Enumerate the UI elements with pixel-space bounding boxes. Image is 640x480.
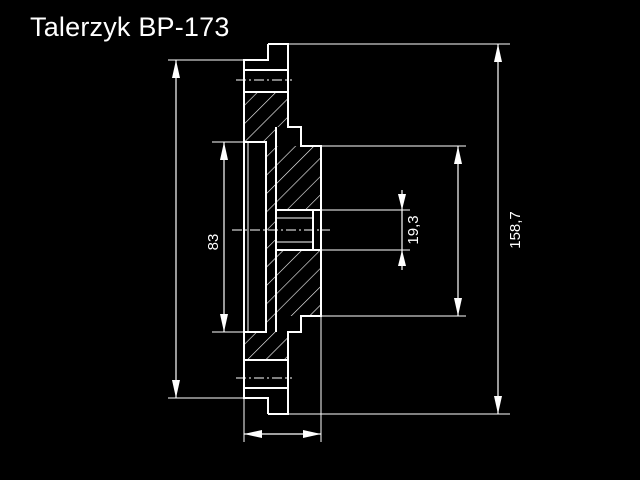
extension-lines bbox=[168, 43, 510, 442]
dimension-bore-diameter: 19,3 bbox=[398, 190, 422, 270]
dimension-label-outer: 158,7 bbox=[507, 211, 524, 249]
center-lines bbox=[232, 79, 330, 379]
dimension-hub-height bbox=[454, 146, 462, 316]
dimension-width bbox=[244, 430, 321, 438]
dimension-label-inner: 83 bbox=[205, 234, 222, 251]
dimension-label-bore: 19,3 bbox=[405, 215, 422, 244]
dimension-outer-diameter: 158,7 bbox=[494, 44, 524, 414]
dimension-left-height bbox=[172, 60, 180, 398]
part-outline bbox=[243, 43, 322, 415]
section-hatching bbox=[244, 92, 321, 360]
dimension-inner-diameter: 83 bbox=[205, 142, 228, 332]
drawing-title: Talerzyk BP-173 bbox=[30, 12, 230, 42]
